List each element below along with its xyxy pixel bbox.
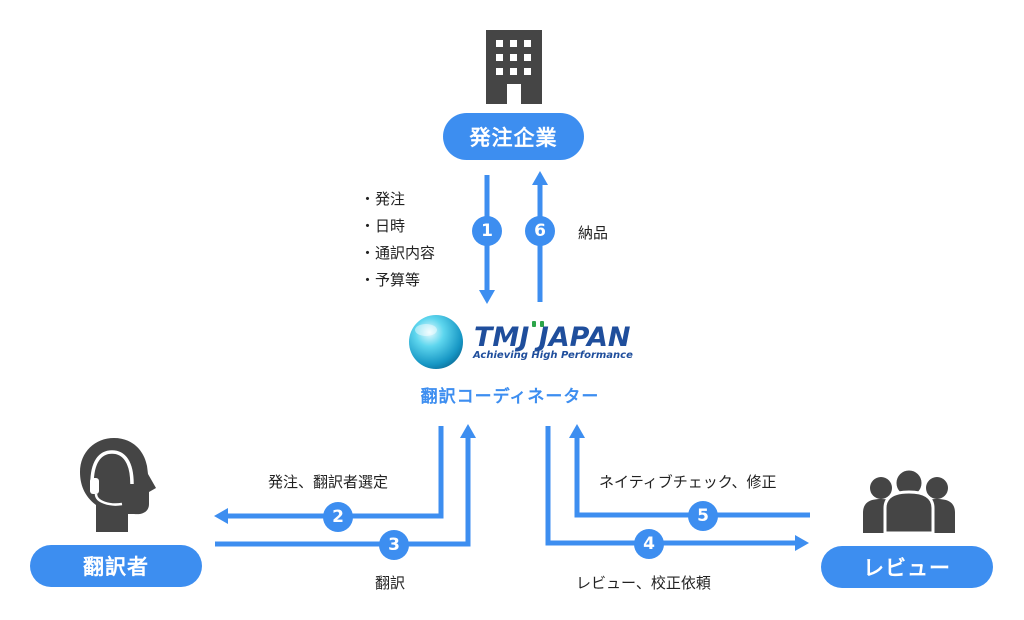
reviewer-pill: レビュー bbox=[821, 546, 993, 588]
logo-globe bbox=[409, 315, 463, 369]
group-people-icon bbox=[863, 467, 955, 535]
arrow-review-request bbox=[545, 426, 809, 551]
step-badge-1: 1 bbox=[472, 216, 502, 246]
order-detail-item: 予算等 bbox=[360, 267, 435, 294]
reviewer-label: レビュー bbox=[863, 556, 951, 580]
step-badge-5: 5 bbox=[688, 501, 718, 531]
translator-pill: 翻訳者 bbox=[30, 545, 202, 587]
step-5-label: ネイティブチェック、修正 bbox=[599, 473, 777, 491]
order-detail-item: 発注 bbox=[360, 186, 435, 213]
order-detail-item: 通訳内容 bbox=[360, 240, 435, 267]
step-badge-4: 4 bbox=[634, 529, 664, 559]
headset-person-icon bbox=[80, 438, 156, 532]
delivery-label: 納品 bbox=[578, 224, 609, 242]
order-details-list: 発注 日時 通訳内容 予算等 bbox=[360, 186, 435, 294]
step-2-label: 発注、翻訳者選定 bbox=[268, 473, 389, 491]
company-logo-tagline: Achieving High Performance bbox=[473, 350, 633, 361]
building-icon bbox=[486, 30, 542, 104]
step-4-label: レビュー、校正依頼 bbox=[576, 574, 711, 592]
step-badge-3: 3 bbox=[379, 530, 409, 560]
client-label: 発注企業 bbox=[469, 125, 558, 150]
translator-label: 翻訳者 bbox=[83, 555, 149, 579]
step-3-label: 翻訳 bbox=[375, 574, 406, 592]
client-pill: 発注企業 bbox=[443, 113, 584, 160]
step-badge-6: 6 bbox=[525, 216, 555, 246]
coordinator-label: 翻訳コーディネーター bbox=[420, 387, 600, 407]
step-badge-2: 2 bbox=[323, 502, 353, 532]
arrow-translation bbox=[215, 424, 476, 547]
company-logo-name: TMJ JAPAN bbox=[474, 322, 631, 353]
arrow-assign-translator bbox=[214, 426, 444, 524]
arrow-native-check bbox=[569, 424, 810, 518]
logo-mark bbox=[532, 321, 544, 327]
order-detail-item: 日時 bbox=[360, 213, 435, 240]
